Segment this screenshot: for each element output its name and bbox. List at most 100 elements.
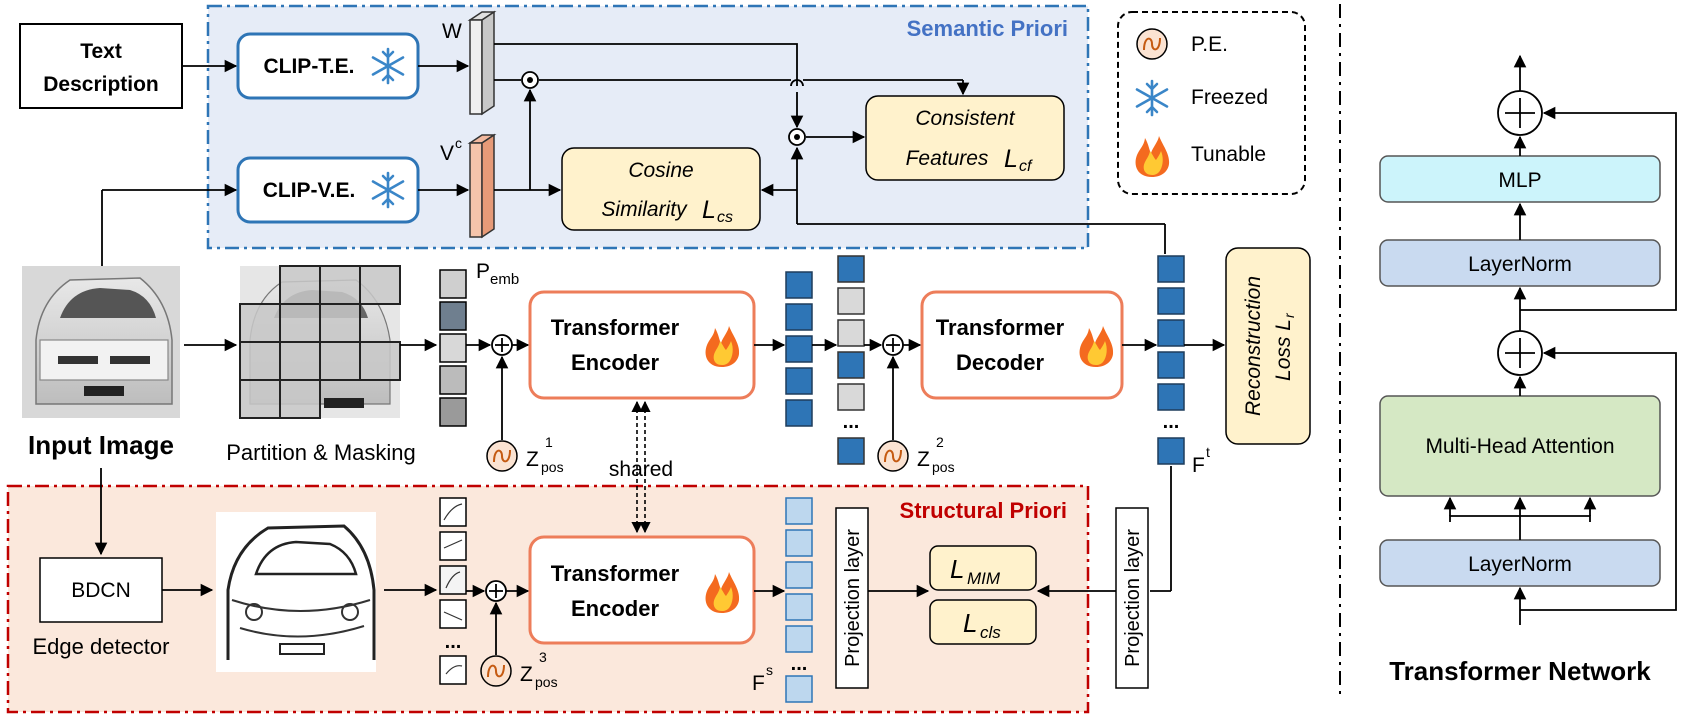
shared-weights-arrows: [631, 400, 651, 534]
dot-product-node: [788, 128, 806, 146]
input-car-image: [22, 266, 180, 418]
vc-label: V: [440, 142, 454, 165]
zpos2-sub: pos: [932, 459, 955, 475]
consistent-features-box: [865, 95, 1065, 181]
mha-label: Multi-Head Attention: [1425, 435, 1614, 458]
vc-feature-bar: [469, 142, 483, 238]
w-feature-bar: [469, 19, 483, 115]
ft-ellipsis: ...: [1163, 411, 1180, 433]
encoded-tokens: [785, 271, 813, 427]
projection-layer-left: [835, 507, 869, 689]
shared-label: shared: [609, 458, 673, 481]
add-node: [882, 334, 904, 356]
projection-right-label: Projection layer: [1122, 529, 1144, 667]
zpos1-label: Z: [526, 448, 539, 471]
lmim-label: L: [950, 554, 964, 584]
structural-priori-title: Structural Priori: [900, 498, 1067, 523]
ft-tokens: [1157, 255, 1185, 465]
projection-layer-right: [1115, 507, 1149, 689]
lcls-box: [929, 599, 1037, 645]
consistent-loss: L: [1004, 145, 1018, 173]
zpos1-sup: 1: [545, 434, 553, 450]
zpos3-sup: 3: [539, 649, 547, 665]
reconstruction-loss-box: [1225, 247, 1311, 445]
edge-detector-label: Edge detector: [33, 634, 170, 659]
layernorm-bottom-label: LayerNorm: [1468, 553, 1572, 576]
encoder-top-line1: Transformer: [551, 315, 680, 340]
vc-sup: c: [455, 135, 462, 151]
projection-left-label: Projection layer: [842, 529, 864, 667]
semantic-priori-title: Semantic Priori: [907, 16, 1068, 41]
legend-tunable: Tunable: [1191, 143, 1266, 166]
flame-icon: [1079, 326, 1114, 367]
encoder-bottom-line1: Transformer: [551, 561, 680, 586]
snowflake-icon: [371, 47, 405, 85]
ft-label: F: [1192, 454, 1205, 477]
text-description-line2: Description: [43, 73, 159, 96]
legend-pe: P.E.: [1191, 33, 1228, 56]
vc-feature-bar-side: [481, 133, 495, 239]
cosine-line1: Cosine: [628, 159, 693, 182]
transformer-network-title: Transformer Network: [1389, 656, 1651, 686]
positional-encoding-icon: [877, 440, 909, 472]
decoder-line2: Decoder: [956, 350, 1044, 375]
flame-icon: [705, 572, 740, 613]
cosine-loss-sub: cs: [717, 209, 733, 226]
cosine-similarity-box: [561, 147, 761, 231]
snowflake-icon: [371, 171, 405, 209]
zpos3-sub: pos: [535, 674, 558, 690]
edge-patch-ellipsis: ...: [445, 631, 462, 653]
patch-embedding-strip: [439, 269, 467, 427]
residual-add-node-top: [1497, 90, 1543, 136]
positional-encoding-icon: [480, 655, 512, 687]
transformer-encoder-bottom: [528, 535, 756, 645]
snowflake-icon: [1135, 79, 1169, 117]
flame-icon: [705, 326, 740, 367]
fs-tokens: [785, 497, 813, 703]
decoder-line1: Transformer: [936, 315, 1065, 340]
text-description-box: [19, 23, 183, 109]
consistent-line2: Features: [906, 147, 989, 170]
clip-te-label: CLIP-T.E.: [263, 55, 354, 78]
lcls-sub: cls: [980, 623, 1001, 642]
zpos1-sub: pos: [541, 459, 564, 475]
fs-ellipsis: ...: [791, 653, 808, 675]
zpos2-sup: 2: [936, 434, 944, 450]
encoder-bottom-line2: Encoder: [571, 596, 659, 621]
partition-masking-label: Partition & Masking: [226, 440, 416, 465]
fs-label: F: [752, 672, 765, 695]
semantic-connectors: [101, 43, 1166, 266]
add-node: [491, 334, 513, 356]
zpos2-label: Z: [917, 448, 930, 471]
pemb-sub: emb: [490, 271, 519, 288]
bdcn-label: BDCN: [71, 579, 131, 602]
reconstruction-line1: Reconstruction: [1242, 276, 1265, 416]
dot-product-node: [521, 71, 539, 89]
consistent-loss-sub: cf: [1019, 158, 1033, 175]
lcls-label: L: [963, 608, 977, 638]
masked-token-sequence: [837, 255, 865, 465]
text-description-line1: Text: [80, 40, 122, 63]
w-feature-bar-side: [481, 10, 495, 116]
reconstruction-line2: Loss L: [1272, 319, 1295, 381]
fs-sup: s: [766, 662, 773, 678]
cosine-line2: Similarity: [601, 198, 688, 221]
layernorm-top-label: LayerNorm: [1468, 253, 1572, 276]
clip-ve-label: CLIP-V.E.: [263, 179, 356, 202]
add-node: [485, 580, 507, 602]
transformer-network-connectors: [1443, 54, 1677, 625]
edge-sketch-image: [216, 512, 376, 672]
edge-patch-strip: [439, 497, 467, 685]
input-image-label: Input Image: [28, 430, 174, 460]
positional-encoding-icon: [1136, 28, 1168, 60]
main-flow-connectors: [94, 338, 1226, 556]
zpos3-label: Z: [520, 663, 533, 686]
w-label: W: [442, 20, 462, 43]
legend-freezed: Freezed: [1191, 86, 1268, 109]
token-ellipsis: ...: [843, 411, 860, 433]
bdcn-box: [39, 557, 163, 623]
structural-connectors: [162, 466, 1172, 655]
edge-patch-marks: [443, 503, 463, 675]
residual-add-node-bottom: [1497, 330, 1543, 376]
